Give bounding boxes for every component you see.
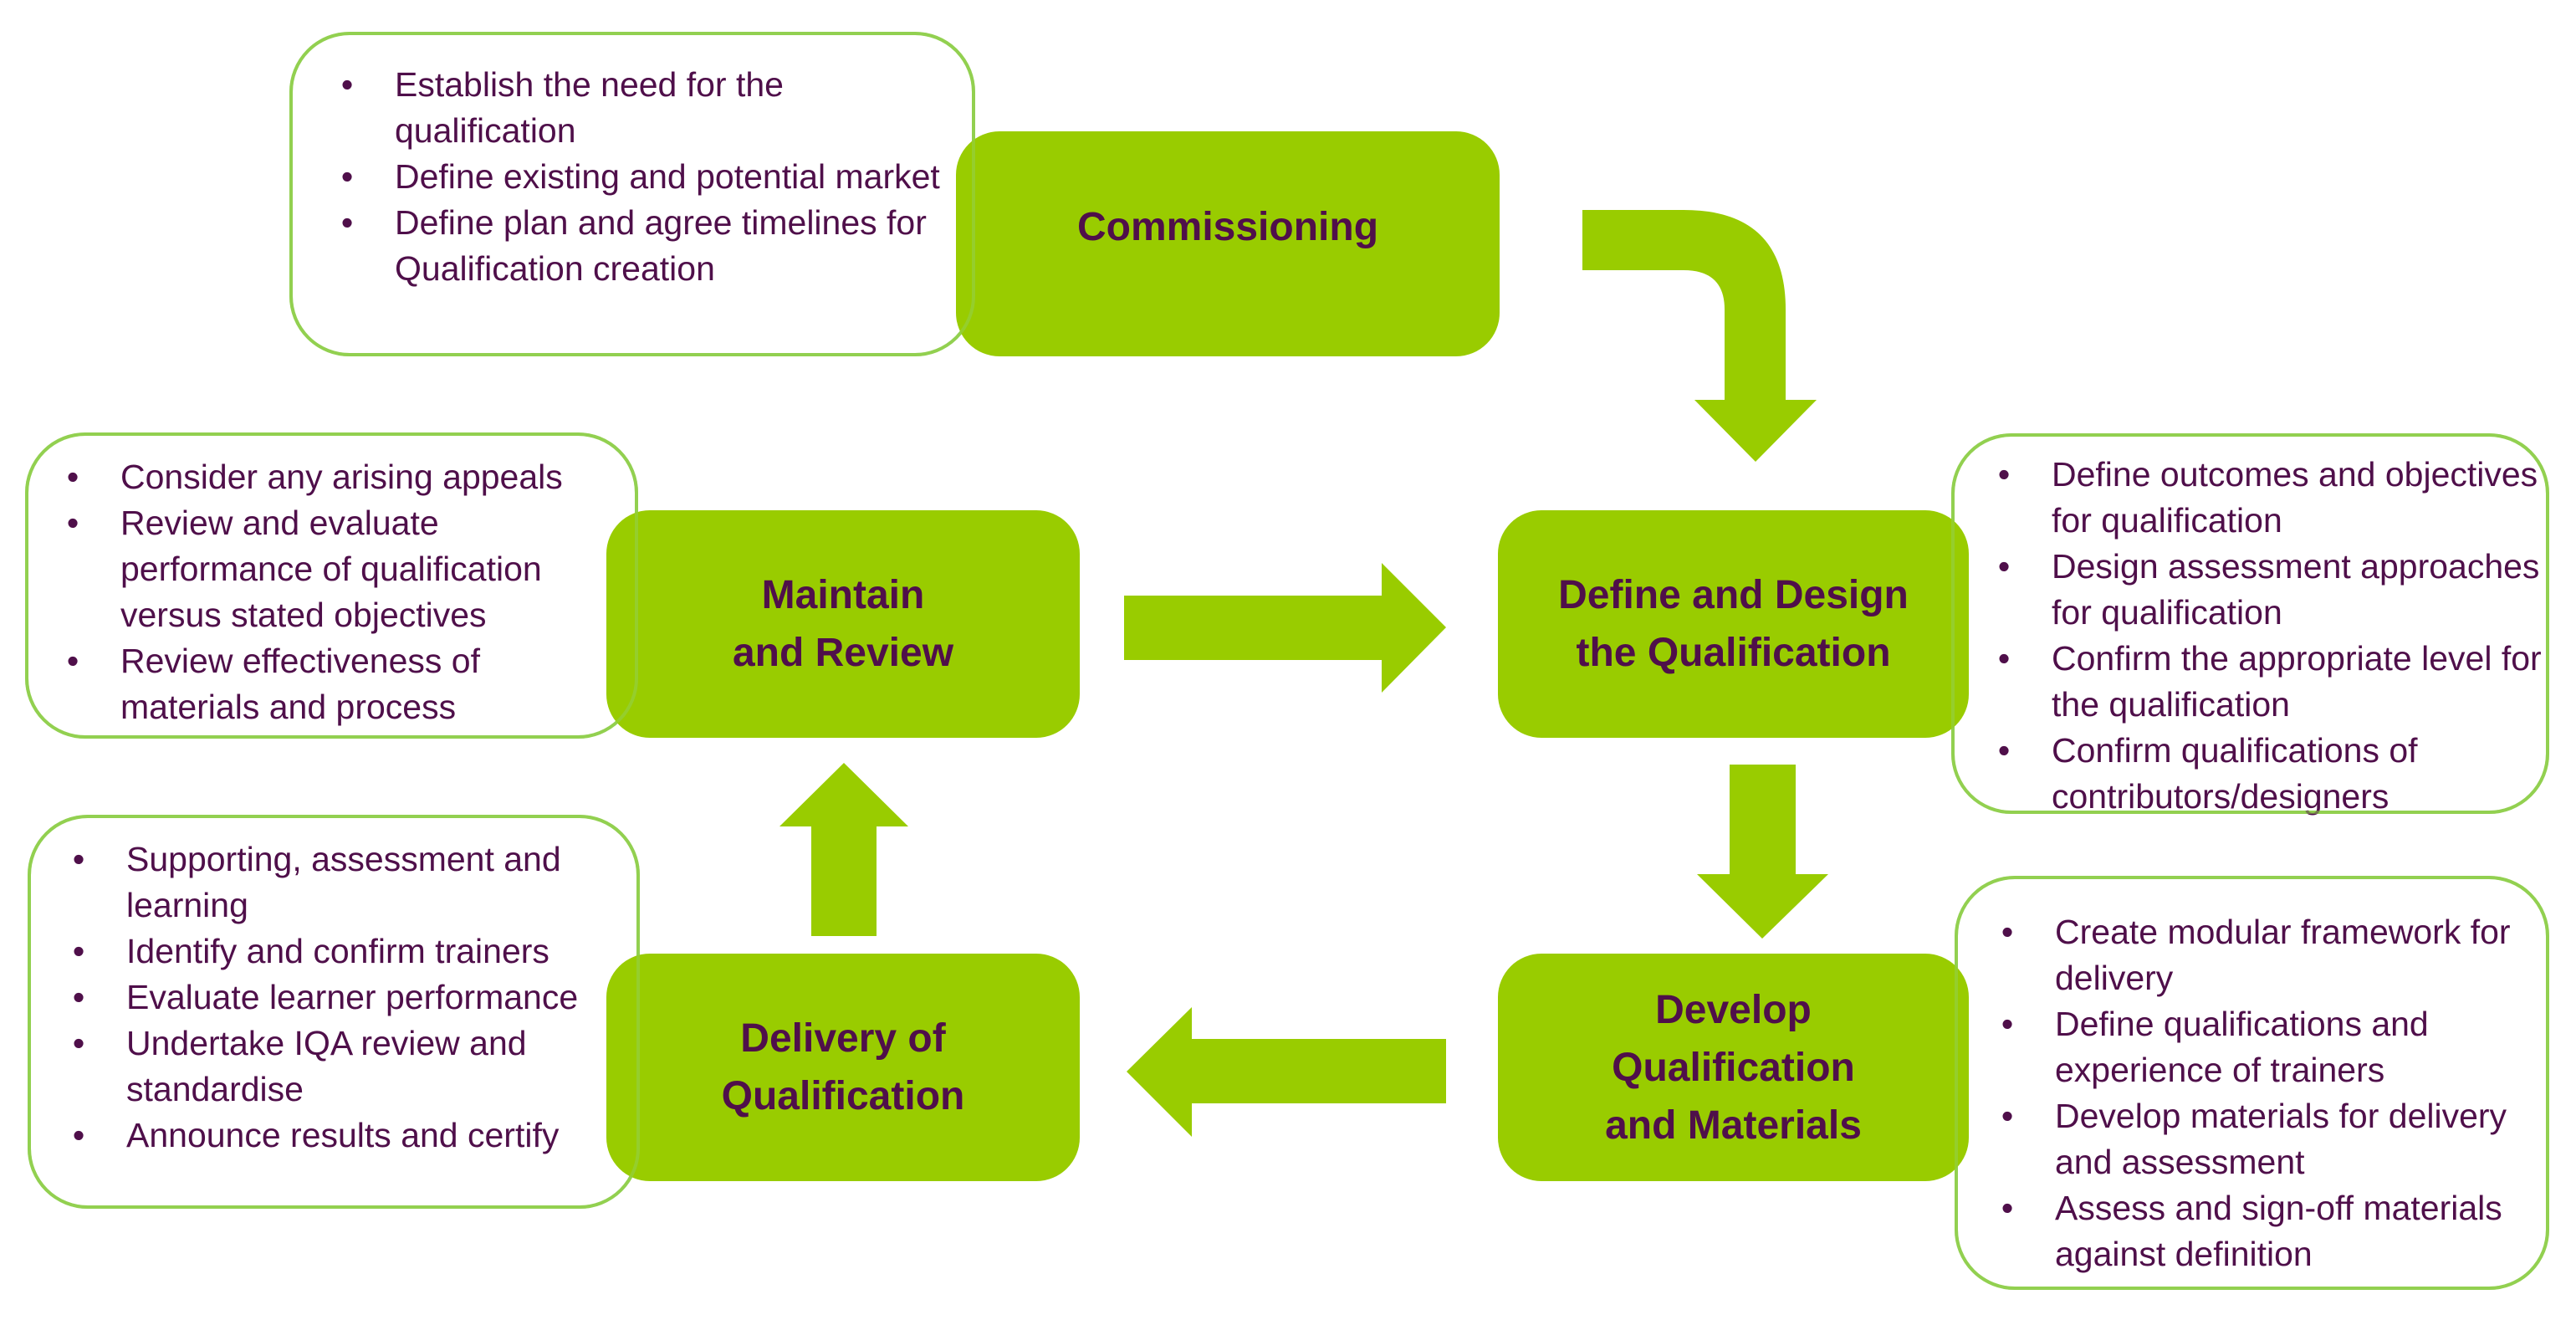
stage-label: Delivery of Qualification [721,1016,965,1118]
list-item: •Identify and confirm trainers [66,929,635,975]
note-commissioning: •Establish the need for the qualificatio… [289,32,975,356]
note-develop: •Create modular framework for delivery •… [1955,876,2549,1290]
bullet-icon: • [340,65,354,104]
list-item: •Evaluate learner performance [66,975,635,1021]
list-item: •Consider any arising appeals [60,454,621,500]
list-item: •Define outcomes and objectives for qual… [1991,452,2543,544]
bullet-icon: • [2001,1005,2014,1043]
stage-commissioning: Commissioning [956,131,1500,356]
note-list: •Consider any arising appeals •Review an… [60,454,621,730]
stage-label: Commissioning [1076,205,1379,249]
bullet-icon: • [72,932,85,970]
note-list: •Create modular framework for delivery •… [1995,909,2547,1277]
list-item: •Design assessment approaches for qualif… [1991,544,2543,636]
list-item: •Review and evaluate performance of qual… [60,500,621,638]
list-item: •Establish the need for the qualificatio… [335,62,953,154]
arrow-right-icon [1124,563,1446,693]
stage-develop: Develop Qualification and Materials [1498,954,1969,1181]
bullet-icon: • [66,642,79,680]
arrow-down-icon [1697,765,1828,939]
note-list: •Establish the need for the qualificatio… [335,62,953,292]
arrow-up-icon [779,763,908,936]
bullet-icon: • [1997,639,2011,678]
list-item: •Assess and sign-off materials against d… [1995,1185,2547,1277]
bullet-icon: • [2001,1189,2014,1227]
list-item: •Confirm qualifications of contributors/… [1991,728,2543,820]
note-delivery: •Supporting, assessment and learning •Id… [28,815,640,1209]
bullet-icon: • [1997,455,2011,494]
bullet-icon: • [2001,1097,2014,1135]
list-item: •Define qualifications and experience of… [1995,1001,2547,1093]
bullet-icon: • [66,504,79,542]
bullet-icon: • [72,1024,85,1062]
list-item: •Announce results and certify [66,1113,635,1159]
list-item: •Develop materials for delivery and asse… [1995,1093,2547,1185]
stage-label: Define and Design the Qualification [1558,573,1909,675]
arrow-left-icon [1127,1007,1446,1137]
list-item: •Confirm the appropriate level for the q… [1991,636,2543,728]
bullet-icon: • [340,203,354,242]
note-maintain-review: •Consider any arising appeals •Review an… [25,432,638,739]
curved-arrow-down-icon [1582,210,1817,462]
bullet-icon: • [2001,913,2014,951]
note-list: •Define outcomes and objectives for qual… [1991,452,2543,820]
bullet-icon: • [66,458,79,496]
list-item: •Define plan and agree timelines for Qua… [335,200,953,292]
bullet-icon: • [72,978,85,1016]
bullet-icon: • [72,1116,85,1154]
list-item: •Review effectiveness of materials and p… [60,638,621,730]
list-item: •Define existing and potential market [335,154,953,200]
stage-maintain-review: Maintain and Review [606,510,1080,738]
stage-label: Maintain and Review [732,573,954,675]
list-item: •Undertake IQA review and standardise [66,1021,635,1113]
bullet-icon: • [72,840,85,878]
stage-delivery: Delivery of Qualification [606,954,1080,1181]
note-list: •Supporting, assessment and learning •Id… [66,837,635,1159]
bullet-icon: • [340,157,354,196]
bullet-icon: • [1997,731,2011,770]
note-define-design: •Define outcomes and objectives for qual… [1951,433,2549,816]
stage-label: Develop Qualification and Materials [1605,987,1862,1148]
bullet-icon: • [1997,547,2011,586]
list-item: •Create modular framework for delivery [1995,909,2547,1001]
list-item: •Supporting, assessment and learning [66,837,635,929]
stage-define-design: Define and Design the Qualification [1498,510,1969,738]
